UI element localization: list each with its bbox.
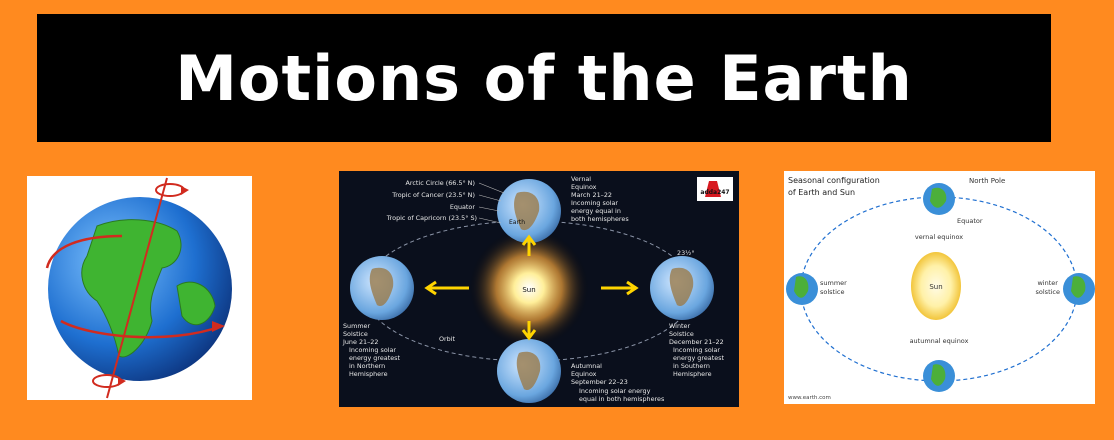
rotating-globe-icon: [45, 177, 232, 399]
sun: [911, 252, 961, 320]
orbit-label: Orbit: [439, 335, 455, 343]
page-title: Motions of the Earth: [175, 41, 913, 115]
svg-text:Arctic Circle (66.5° N): Arctic Circle (66.5° N) Tropic of Cancer…: [386, 179, 477, 222]
revolution-diagram: Sun Earth Arctic Circle (66.5° N) Tropic…: [339, 171, 739, 407]
north-pole-label: North Pole: [969, 177, 1005, 185]
svg-text:vernal equinox: vernal equinox: [915, 233, 963, 241]
earth-winter: [650, 256, 714, 320]
autumnal-label: Autumnal Equinox September 22–23 Incomin…: [571, 362, 665, 403]
svg-text:winter solstice: winter solstice: [1036, 279, 1060, 296]
sun-glow: [469, 228, 589, 348]
earth-summer: [350, 256, 414, 320]
summer-label: Summer Solstice June 21–22 Incoming sola…: [342, 322, 402, 378]
svg-text:Equator: Equator: [957, 217, 983, 225]
earth-autumnal: [497, 339, 561, 403]
diagram-title: Seasonal configuration of Earth and Sun: [788, 176, 882, 197]
vernal-label: Vernal Equinox March 21–22 Incoming sola…: [571, 175, 629, 223]
earth-vernal: Earth: [497, 179, 561, 243]
sun-label: Sun: [522, 286, 535, 294]
svg-text:summer solstice: summer solstice: [820, 279, 849, 296]
winter-label: Winter Solstice December 21–22 Incoming …: [669, 322, 726, 378]
title-banner: Motions of the Earth: [37, 14, 1051, 142]
svg-text:autumnal equinox: autumnal equinox: [910, 337, 969, 345]
brand-logo: adda247: [697, 177, 733, 201]
image-credit: www.earth.com: [788, 395, 831, 401]
svg-text:Sun: Sun: [929, 283, 942, 291]
globe-image: [27, 176, 252, 400]
tilt-label: 23½°: [677, 249, 695, 257]
seasonal-configuration-diagram: Seasonal configuration of Earth and Sun …: [784, 171, 1095, 404]
svg-text:adda247: adda247: [700, 189, 729, 196]
svg-text:Earth: Earth: [509, 219, 525, 226]
